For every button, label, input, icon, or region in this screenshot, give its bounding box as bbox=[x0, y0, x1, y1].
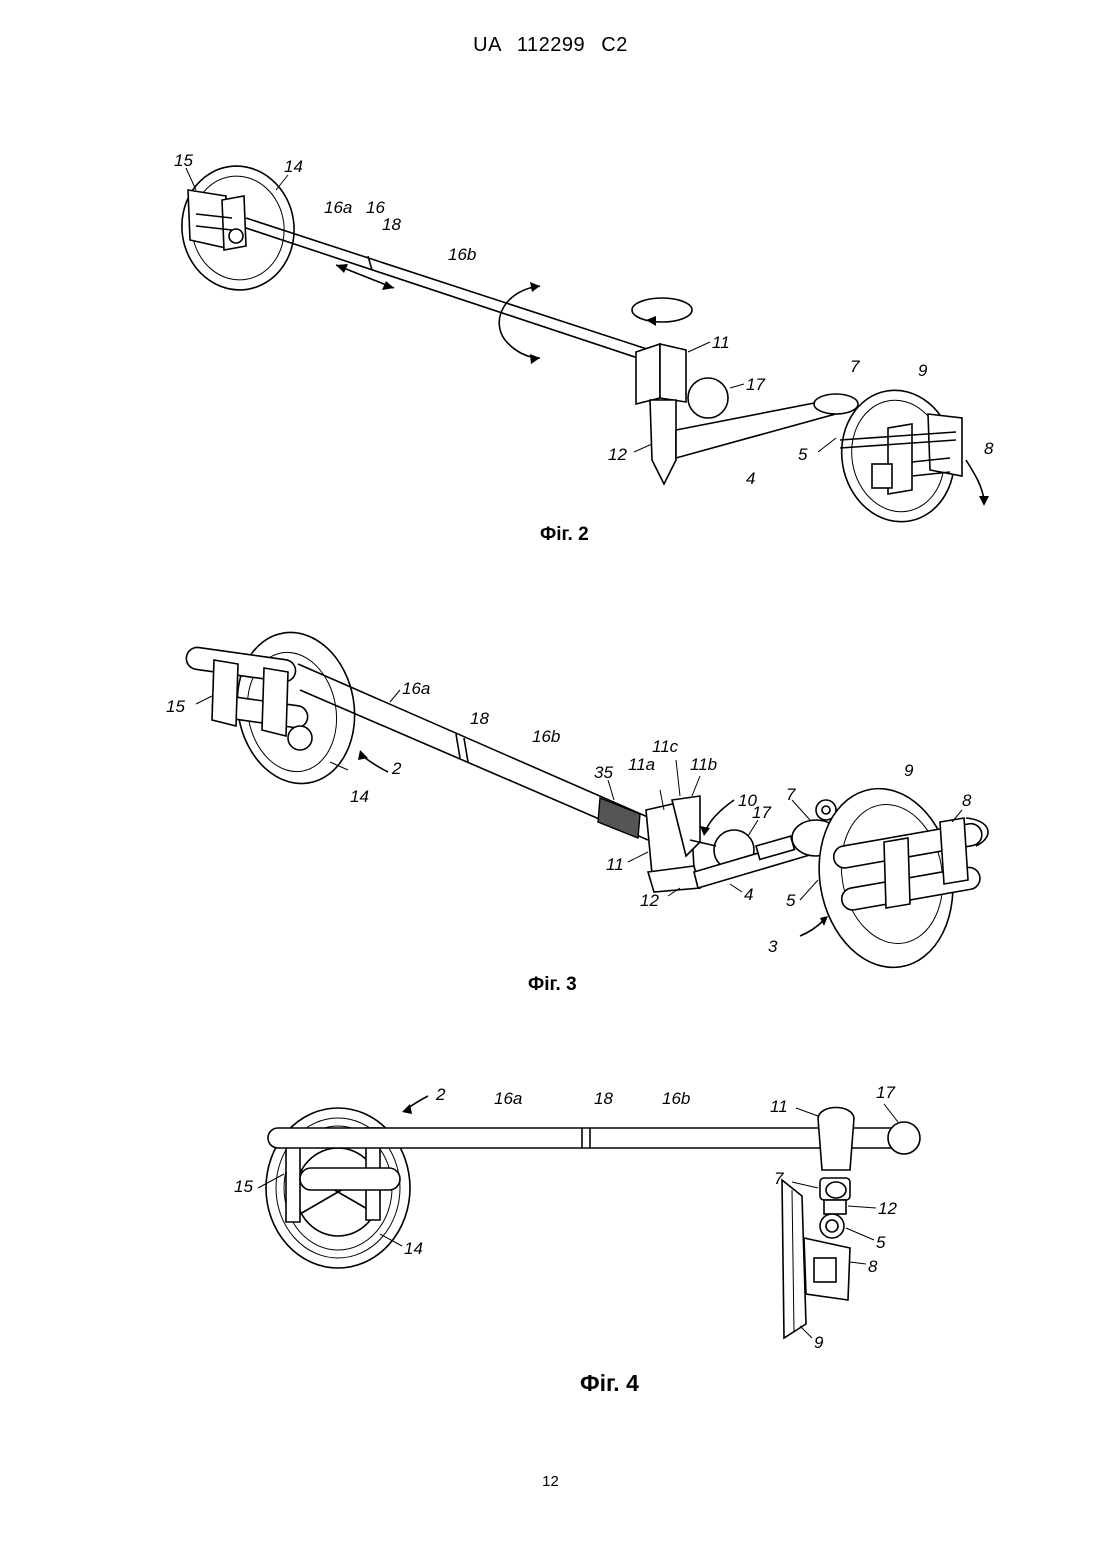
fig2-holder-11 bbox=[636, 344, 660, 404]
figure-4-drawing: 2 16a 18 16b 11 17 15 14 7 12 5 8 9 bbox=[0, 1070, 1101, 1360]
fig4-label-16b: 16b bbox=[662, 1089, 690, 1108]
fig3-caption: Фіг. 3 bbox=[528, 974, 577, 996]
fig4-caption: Фіг. 4 bbox=[580, 1370, 639, 1397]
fig3-label-7: 7 bbox=[786, 785, 796, 804]
fig2-label-12: 12 bbox=[608, 445, 627, 464]
fig3-label-17: 17 bbox=[752, 803, 771, 822]
fig3-label-8: 8 bbox=[962, 791, 972, 810]
fig4-label-15: 15 bbox=[234, 1177, 253, 1196]
fig3-label-11a: 11a bbox=[628, 755, 655, 774]
fig4-label-17: 17 bbox=[876, 1083, 895, 1102]
page-number: 12 bbox=[0, 1473, 1101, 1490]
fig2-label-11: 11 bbox=[712, 333, 730, 352]
fig4-label-11: 11 bbox=[770, 1097, 788, 1116]
fig4-label-5: 5 bbox=[876, 1233, 886, 1252]
fig2-knob-17 bbox=[688, 378, 728, 418]
fig2-label-4: 4 bbox=[746, 469, 755, 488]
fig2-caption: Фіг. 2 bbox=[540, 524, 589, 546]
fig3-label-15: 15 bbox=[166, 697, 185, 716]
fig3-label-9: 9 bbox=[904, 761, 914, 780]
fig2-label-15: 15 bbox=[174, 151, 193, 170]
fig4-label-7: 7 bbox=[774, 1169, 784, 1188]
fig2-bracket-8 bbox=[928, 414, 962, 476]
fig3-label-16a: 16a bbox=[402, 679, 430, 698]
fig4-label-16a: 16a bbox=[494, 1089, 522, 1108]
fig2-spike-12 bbox=[650, 400, 676, 484]
fig2-label-5: 5 bbox=[798, 445, 808, 464]
fig2-label-18: 18 bbox=[382, 215, 401, 234]
fig2-label-17: 17 bbox=[746, 375, 765, 394]
fig3-label-14: 14 bbox=[350, 787, 369, 806]
fig2-label-16a: 16a bbox=[324, 198, 352, 217]
fig3-label-11: 11 bbox=[606, 855, 624, 874]
fig4-label-8: 8 bbox=[868, 1257, 878, 1276]
fig3-label-35: 35 bbox=[594, 763, 613, 782]
figure-3-drawing: 15 16a 18 16b 2 14 35 11a 11c 11b 10 17 … bbox=[0, 600, 1101, 980]
fig4-holder-11 bbox=[818, 1108, 854, 1171]
fig4-label-9: 9 bbox=[814, 1333, 824, 1352]
fig2-rod-upper bbox=[246, 218, 650, 350]
fig2-joint-7 bbox=[814, 394, 858, 414]
fig3-label-16b: 16b bbox=[532, 727, 560, 746]
fig3-label-11c: 11c bbox=[652, 737, 679, 756]
fig2-label-8: 8 bbox=[984, 439, 994, 458]
fig2-label-7: 7 bbox=[850, 357, 860, 376]
fig4-knob-17 bbox=[888, 1122, 920, 1154]
fig2-label-14: 14 bbox=[284, 157, 303, 176]
fig3-label-2: 2 bbox=[391, 759, 402, 778]
fig4-label-12: 12 bbox=[878, 1199, 897, 1218]
fig3-bracket-15 bbox=[212, 660, 238, 726]
fig4-rod bbox=[268, 1128, 908, 1148]
fig4-label-2: 2 bbox=[435, 1085, 446, 1104]
fig3-label-4: 4 bbox=[744, 885, 753, 904]
fig3-label-5: 5 bbox=[786, 891, 796, 910]
fig3-label-11b: 11b bbox=[690, 755, 717, 774]
fig2-bracket-15 bbox=[188, 190, 226, 248]
fig4-label-18: 18 bbox=[594, 1089, 613, 1108]
figure-2-drawing: 15 14 16a 16 18 16b 11 17 7 9 12 5 4 8 bbox=[0, 0, 1101, 560]
fig3-label-18: 18 bbox=[470, 709, 489, 728]
fig3-label-12: 12 bbox=[640, 891, 659, 910]
fig3-bracket-8 bbox=[940, 818, 968, 884]
fig4-label-14: 14 bbox=[404, 1239, 423, 1258]
fig2-label-9: 9 bbox=[918, 361, 928, 380]
fig2-label-16b: 16b bbox=[448, 245, 476, 264]
fig3-label-3: 3 bbox=[768, 937, 778, 956]
